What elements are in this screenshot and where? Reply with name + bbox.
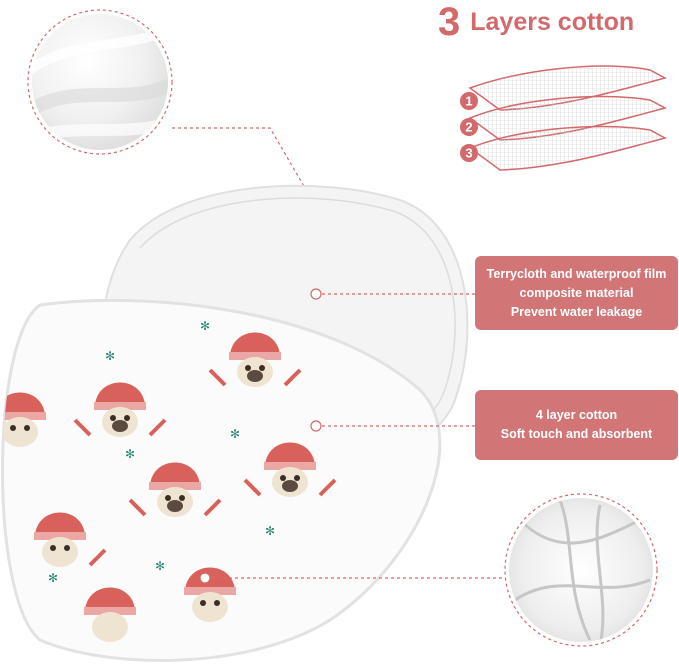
callout-line: Prevent water leakage	[510, 304, 643, 319]
svg-text:✻: ✻	[200, 319, 210, 333]
layer-number-badge: 3	[460, 144, 478, 162]
callout-line: Soft touch and absorbent	[500, 427, 653, 441]
svg-text:✻: ✻	[265, 524, 275, 538]
callout-line: composite material	[519, 285, 634, 300]
svg-text:✻: ✻	[155, 559, 165, 573]
pug-print	[84, 587, 136, 642]
muslin-zoom	[504, 493, 658, 647]
pug-print	[208, 332, 302, 387]
layers-title: Layers cotton	[470, 7, 635, 36]
layer-number: 1	[465, 94, 472, 109]
layer-number: 2	[465, 120, 472, 135]
connector-top	[172, 127, 316, 206]
layers-heading: 3 Layers cotton	[438, 2, 634, 42]
snowflake-icons: ✻ ✻ ✻ ✻ ✻ ✻ ✻	[48, 319, 275, 585]
callout-waterproof: Terrycloth and waterproof film composite…	[475, 256, 678, 330]
svg-text:✻: ✻	[125, 447, 135, 461]
pug-print	[2, 392, 46, 447]
pug-print	[34, 512, 107, 567]
layer-number: 3	[465, 146, 472, 161]
layers-count: 3	[438, 0, 461, 44]
svg-text:✻: ✻	[48, 571, 58, 585]
layer-number-badge: 2	[460, 118, 478, 136]
terrycloth-zoom	[27, 9, 173, 155]
callout-line: 4 layer cotton	[535, 408, 618, 422]
front-bib: ✻ ✻ ✻ ✻ ✻ ✻ ✻	[1, 298, 442, 662]
pug-print	[243, 442, 337, 497]
pug-print	[128, 462, 222, 517]
layers-diagram: 1 2 3	[460, 65, 668, 171]
layer-number-badge: 1	[460, 92, 478, 110]
pug-print	[73, 382, 167, 437]
svg-text:✻: ✻	[105, 349, 115, 363]
callout-cotton: 4 layer cotton Soft touch and absorbent	[475, 390, 678, 460]
callout-line: Terrycloth and waterproof film	[486, 266, 667, 281]
svg-text:✻: ✻	[230, 427, 240, 441]
